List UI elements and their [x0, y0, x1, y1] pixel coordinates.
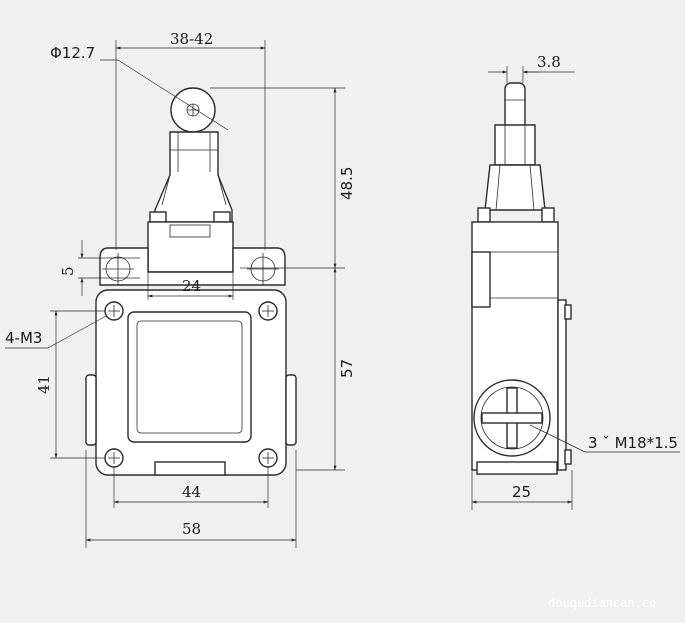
hole-horizontal-label: 44: [182, 483, 201, 501]
mount-holes-label: 4-M3: [5, 329, 42, 347]
watermark: douqudiancan.co: [548, 596, 656, 610]
mounting-flange: [99, 247, 286, 286]
width-range-label: 38-42: [170, 30, 213, 48]
front-view: Φ12.7 38-42 48.5 5 24 4-M3 41 57 44 58: [5, 30, 356, 548]
side-stem: [477, 164, 555, 223]
roller: [170, 87, 216, 133]
depth-label: 25: [512, 483, 531, 501]
screw-top-right: [258, 301, 278, 321]
actuator-stem: [149, 131, 233, 223]
height-upper-label: 48.5: [338, 167, 356, 200]
slot-offset-label: 5: [59, 266, 77, 276]
switch-body: [85, 289, 297, 476]
side-body: [471, 221, 572, 475]
screw-bottom-left: [104, 448, 124, 468]
hole-vertical-label: 41: [35, 375, 53, 394]
cable-entry: [473, 379, 551, 457]
front-dimensions: [5, 40, 345, 548]
screw-bottom-right: [258, 448, 278, 468]
switch-head: [147, 221, 234, 273]
thread-label: 3 ˇ M18*1.5: [588, 434, 678, 452]
height-lower-label: 57: [338, 359, 356, 378]
screw-top-left: [104, 301, 124, 321]
side-roller: [494, 82, 536, 166]
diameter-label: Φ12.7: [50, 44, 95, 62]
side-view: 3.8 3 ˇ M18*1.5 25: [471, 53, 680, 510]
side-dimensions: [471, 66, 680, 510]
overall-width-label: 58: [182, 520, 201, 538]
slot-spacing-label: 24: [182, 277, 201, 295]
roller-width-label: 3.8: [537, 53, 561, 71]
